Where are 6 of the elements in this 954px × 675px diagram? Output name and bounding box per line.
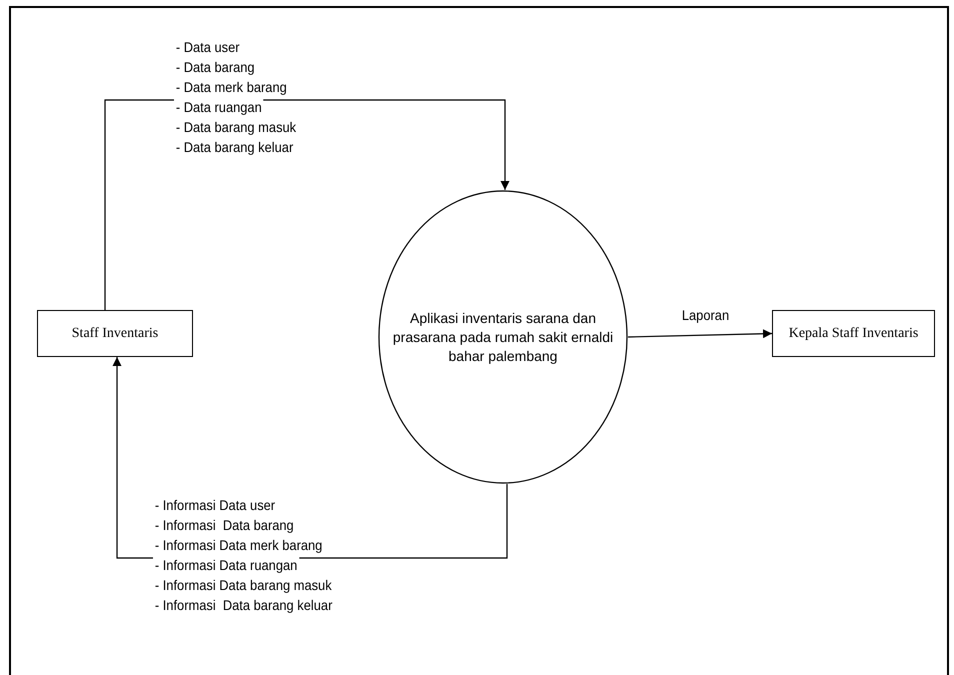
entity-box: Staff Inventaris bbox=[37, 310, 193, 357]
entity-box: Kepala Staff Inventaris bbox=[772, 310, 935, 357]
arrow bbox=[628, 329, 772, 338]
data-flow-item: - Data ruangan bbox=[174, 98, 264, 116]
process-circle: Aplikasi inventaris sarana dan prasarana pada rumah sakit ernaldi bahar palembang bbox=[378, 190, 628, 484]
data-flow-item: - Informasi Data ruangan bbox=[153, 556, 300, 574]
